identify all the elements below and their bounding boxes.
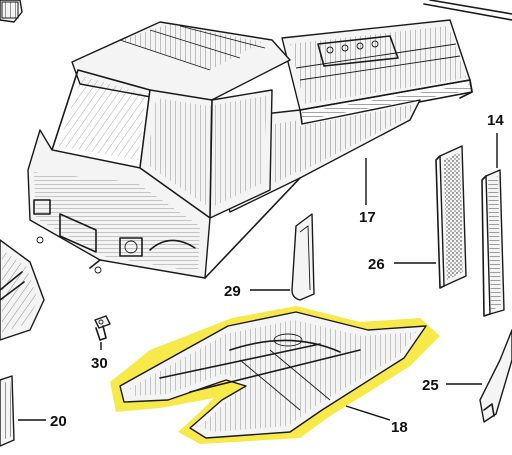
corner-part-fragment xyxy=(0,0,23,23)
part-14-door-seal xyxy=(481,169,505,317)
label-26: 26 xyxy=(368,256,385,273)
label-29: 29 xyxy=(224,283,241,300)
part-17-cab-body xyxy=(27,19,473,279)
label-30: 30 xyxy=(91,355,108,372)
edge-part-fragment xyxy=(423,0,512,21)
part-25-pillar xyxy=(479,329,512,423)
label-25: 25 xyxy=(422,377,439,394)
part-29-bracket xyxy=(291,213,315,301)
part-26-insulation-strip xyxy=(435,145,467,289)
leader-18 xyxy=(345,405,391,421)
label-14: 14 xyxy=(487,112,504,129)
label-20: 20 xyxy=(50,413,67,430)
part-20-side-panel xyxy=(0,239,45,447)
label-17: 17 xyxy=(359,209,376,226)
part-30-bolt xyxy=(94,315,111,341)
part-18-floor-panel xyxy=(110,306,440,444)
label-18: 18 xyxy=(391,419,408,436)
